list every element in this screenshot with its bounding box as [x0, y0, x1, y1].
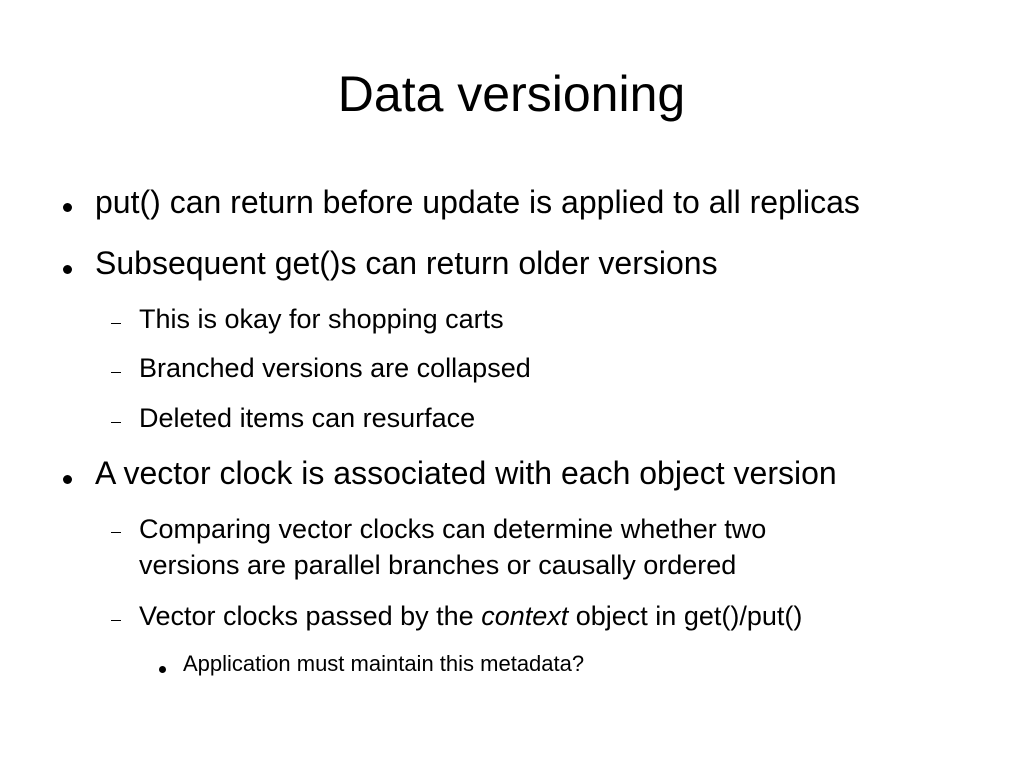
- subbullet-comparing-line-2: versions are parallel branches or causal…: [139, 550, 737, 580]
- dash-icon: [111, 323, 121, 324]
- bullet-dot-icon: [63, 475, 72, 484]
- dash-icon: [111, 372, 121, 373]
- subbullet-context-object: Vector clocks passed by the context obje…: [139, 598, 802, 634]
- dash-icon: [111, 532, 121, 533]
- dash-icon: [111, 620, 121, 621]
- bullet-dot-icon: [63, 265, 72, 274]
- subbullet-branched-versions: Branched versions are collapsed: [139, 353, 531, 383]
- subbullet-deleted-items: Deleted items can resurface: [139, 403, 476, 433]
- context-text-before: Vector clocks passed by the: [139, 601, 482, 631]
- slide-title: Data versioning: [337, 66, 686, 122]
- context-emphasis: context: [481, 601, 569, 631]
- bullet-dot-icon: [63, 203, 72, 212]
- bullet-subsequent-gets: Subsequent get()s can return older versi…: [95, 245, 718, 281]
- bullet-dot-icon: [159, 666, 166, 673]
- subbullet-comparing-line-1: Comparing vector clocks can determine wh…: [139, 514, 767, 544]
- context-text-after: object in get()/put(): [568, 601, 803, 631]
- bullet-put-return: put() can return before update is applie…: [95, 184, 860, 220]
- subsubbullet-metadata: Application must maintain this metadata?: [183, 651, 585, 676]
- dash-icon: [111, 422, 121, 423]
- bullet-vector-clock: A vector clock is associated with each o…: [95, 455, 837, 491]
- subbullet-shopping-carts: This is okay for shopping carts: [139, 304, 504, 334]
